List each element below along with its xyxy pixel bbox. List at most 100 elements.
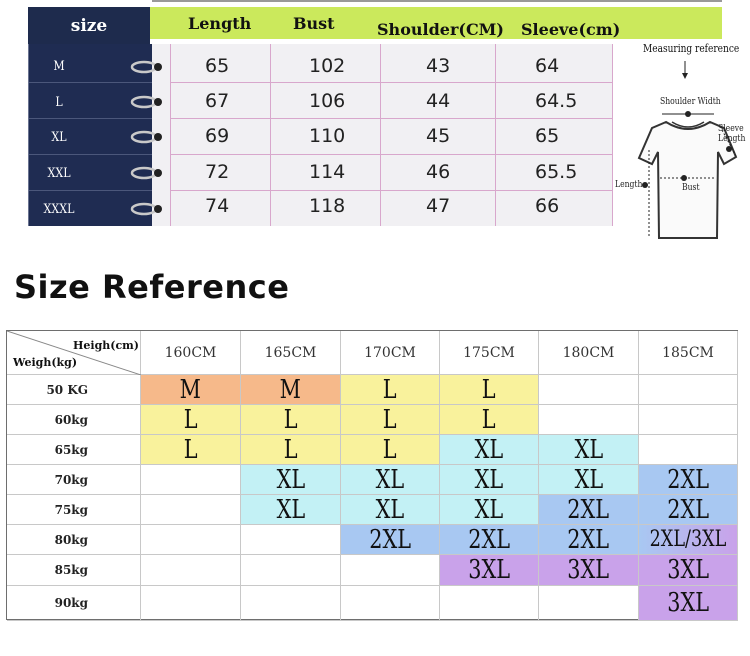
size-cell-value: L bbox=[183, 434, 198, 465]
length-value: 72 bbox=[205, 161, 230, 183]
size-cell-value: XL bbox=[375, 464, 405, 495]
size-cell: L bbox=[440, 405, 539, 435]
size-cell: 3XL bbox=[440, 555, 539, 586]
size-cell bbox=[141, 465, 241, 495]
size-cell: L bbox=[241, 435, 341, 465]
bust-value: 118 bbox=[309, 195, 346, 217]
size-cell-value: L bbox=[383, 374, 397, 405]
length-value: 69 bbox=[205, 125, 230, 147]
size-cell-value: 2XL bbox=[369, 524, 411, 555]
size-cell-value: L bbox=[283, 404, 298, 435]
size-cell: XL bbox=[341, 495, 440, 525]
length-label: Length bbox=[615, 180, 643, 190]
shoulder-column-header: Shoulder(CM) bbox=[377, 20, 504, 39]
size-cell-value: 2XL bbox=[468, 524, 510, 555]
shoulder-value: 43 bbox=[426, 55, 451, 77]
size-cell-value: XL bbox=[375, 494, 405, 525]
size-cell: XL bbox=[440, 465, 539, 495]
bust-value: 110 bbox=[309, 125, 346, 147]
height-header: 185CM bbox=[639, 331, 738, 375]
binder-ring-icon bbox=[130, 95, 162, 109]
sleeve-value: 66 bbox=[535, 195, 560, 217]
size-cell: L bbox=[241, 405, 341, 435]
weight-label: 80kg bbox=[7, 525, 141, 555]
size-cell: 3XL bbox=[539, 555, 639, 586]
size-label: XXXL bbox=[43, 202, 75, 217]
size-cell-value: 2XL bbox=[567, 494, 610, 525]
binder-ring-icon bbox=[130, 130, 162, 144]
size-cell-value: XL bbox=[276, 494, 305, 525]
corner-cell bbox=[7, 331, 141, 375]
size-cell-value: XL bbox=[474, 494, 504, 525]
size-cell-value: 2XL bbox=[667, 464, 709, 495]
size-cell-value: L bbox=[383, 404, 397, 435]
size-cell: 2XL bbox=[639, 495, 738, 525]
size-cell: L bbox=[341, 375, 440, 405]
size-column bbox=[28, 44, 153, 226]
size-cell-value: 3XL bbox=[667, 588, 709, 618]
size-cell: 2XL bbox=[539, 525, 639, 555]
size-cell-value: 3XL bbox=[567, 555, 610, 585]
size-cell bbox=[539, 375, 639, 405]
height-header: 180CM bbox=[539, 331, 639, 375]
size-cell: L bbox=[141, 435, 241, 465]
height-header: 160CM bbox=[141, 331, 241, 375]
size-cell: XL bbox=[539, 435, 639, 465]
size-cell-value: M bbox=[279, 374, 302, 405]
bust-value: 102 bbox=[309, 55, 346, 77]
size-cell: 2XL/3XL bbox=[639, 525, 738, 555]
height-header: 170CM bbox=[341, 331, 440, 375]
size-cell: L bbox=[341, 405, 440, 435]
sleeve-value: 64.5 bbox=[535, 90, 578, 112]
size-cell: L bbox=[141, 405, 241, 435]
tshirt-diagram-icon bbox=[637, 61, 738, 239]
size-cell-value: 3XL bbox=[667, 555, 709, 585]
size-cell-value: XL bbox=[574, 464, 603, 495]
size-cell: 2XL bbox=[440, 525, 539, 555]
size-cell: 3XL bbox=[639, 555, 738, 586]
size-cell-value: XL bbox=[276, 464, 305, 495]
binder-ring-icon bbox=[130, 202, 162, 216]
size-cell: M bbox=[241, 375, 341, 405]
bust-label: Bust bbox=[682, 183, 700, 193]
weight-label: 90kg bbox=[7, 586, 141, 621]
size-cell: XL bbox=[539, 465, 639, 495]
shoulder-value: 47 bbox=[426, 195, 451, 217]
size-cell: M bbox=[141, 375, 241, 405]
sleeve-column-header: Sleeve(cm) bbox=[521, 20, 621, 39]
weight-axis-label: Weigh(kg) bbox=[13, 356, 78, 369]
bust-column-header: Bust bbox=[293, 14, 335, 33]
size-cell: XL bbox=[241, 495, 341, 525]
size-cell-value: L bbox=[482, 374, 496, 405]
size-cell: L bbox=[440, 375, 539, 405]
size-cell-value: 3XL bbox=[468, 555, 510, 585]
top-rule bbox=[152, 0, 722, 2]
size-cell-value: L bbox=[482, 404, 496, 435]
size-cell-value: M bbox=[179, 374, 202, 405]
size-cell-value: XL bbox=[474, 434, 504, 465]
size-cell: 2XL bbox=[639, 465, 738, 495]
size-label: XXL bbox=[47, 166, 71, 181]
measuring-reference-title: Measuring reference bbox=[643, 42, 740, 55]
weight-label: 85kg bbox=[7, 555, 141, 586]
height-header: 175CM bbox=[440, 331, 539, 375]
size-cell: XL bbox=[440, 435, 539, 465]
size-cell-value: L bbox=[283, 434, 298, 465]
shoulder-value: 44 bbox=[426, 90, 451, 112]
size-cell: XL bbox=[341, 465, 440, 495]
size-cell-value: L bbox=[183, 404, 198, 435]
weight-label: 60kg bbox=[7, 405, 141, 435]
size-cell: 3XL bbox=[639, 586, 738, 621]
sleeve-value: 65.5 bbox=[535, 161, 578, 183]
size-label: XL bbox=[51, 130, 67, 145]
size-cell: 2XL bbox=[341, 525, 440, 555]
length-column-header: Length bbox=[188, 14, 252, 33]
size-cell bbox=[440, 586, 539, 621]
size-cell bbox=[141, 525, 241, 555]
size-cell bbox=[241, 586, 341, 621]
size-column-header: size bbox=[28, 7, 150, 44]
size-label: L bbox=[55, 95, 63, 110]
size-cell-value: XL bbox=[474, 464, 504, 495]
height-header: 165CM bbox=[241, 331, 341, 375]
